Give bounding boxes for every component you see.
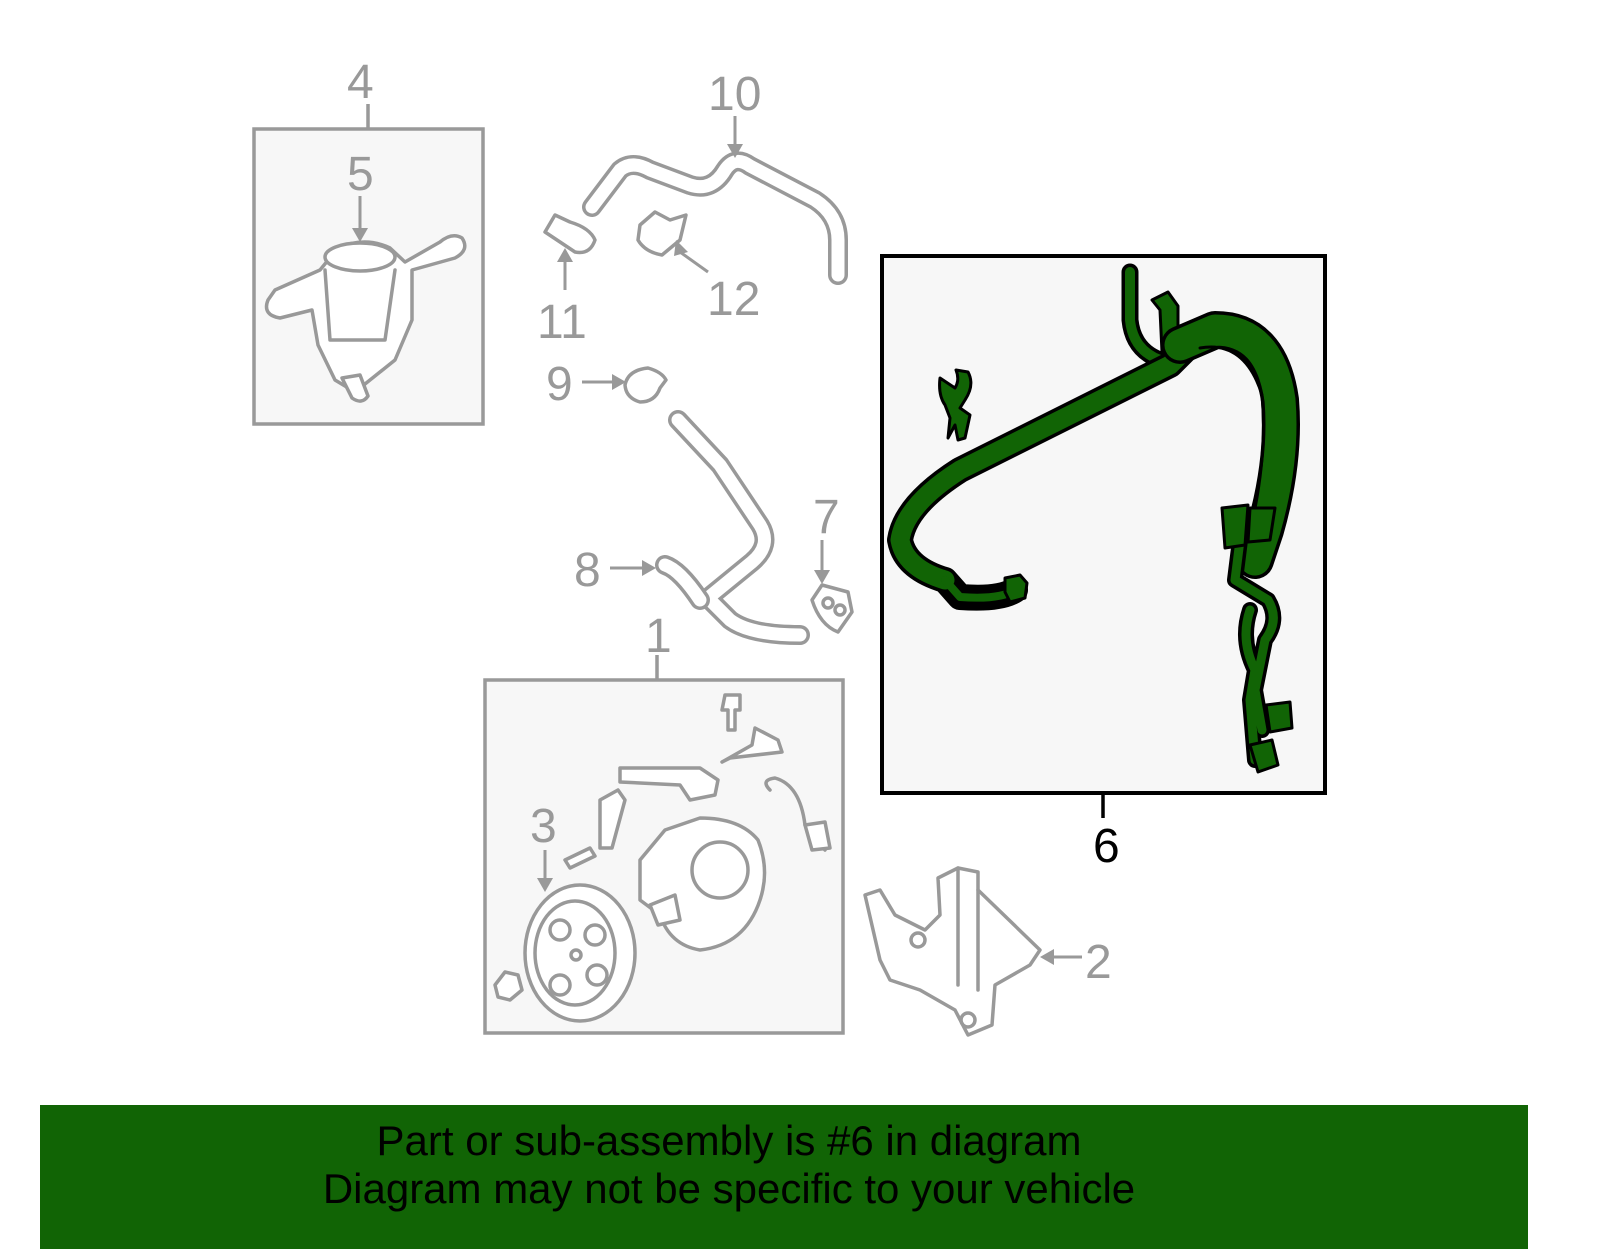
- callout-4: 4: [347, 56, 374, 109]
- part-2-pump-bracket[interactable]: [863, 866, 1082, 1037]
- part-10-return-hose[interactable]: [582, 116, 848, 285]
- part-7-bracket[interactable]: [810, 540, 854, 634]
- callout-11: 11: [537, 296, 587, 349]
- part-12-hose-clamp[interactable]: [636, 210, 709, 274]
- part-3-pulley-callout[interactable]: [537, 850, 553, 892]
- part-8-suction-hose[interactable]: [610, 410, 810, 645]
- notice-banner: Part or sub-assembly is #6 in diagram Di…: [40, 1105, 1528, 1249]
- banner-part-notice: Part or sub-assembly is #6 in diagram: [376, 1117, 1082, 1164]
- banner-disclaimer: Diagram may not be specific to your vehi…: [322, 1165, 1136, 1212]
- callout-2: 2: [1085, 936, 1112, 989]
- callout-1: 1: [645, 610, 672, 663]
- part-11-hose-clamp[interactable]: [543, 213, 597, 290]
- callout-6: 6: [1093, 820, 1120, 873]
- callout-9: 9: [546, 358, 573, 411]
- part-9-hose-clamp[interactable]: [582, 366, 668, 404]
- callout-5: 5: [347, 148, 374, 201]
- callout-8: 8: [574, 544, 601, 597]
- part-6-pressure-hose-assembly[interactable]: [880, 254, 1327, 818]
- callout-12: 12: [707, 273, 760, 326]
- callout-7: 7: [813, 491, 840, 544]
- callout-10: 10: [708, 68, 761, 121]
- callout-3: 3: [530, 800, 557, 853]
- part-4-reservoir-assembly[interactable]: [252, 104, 485, 426]
